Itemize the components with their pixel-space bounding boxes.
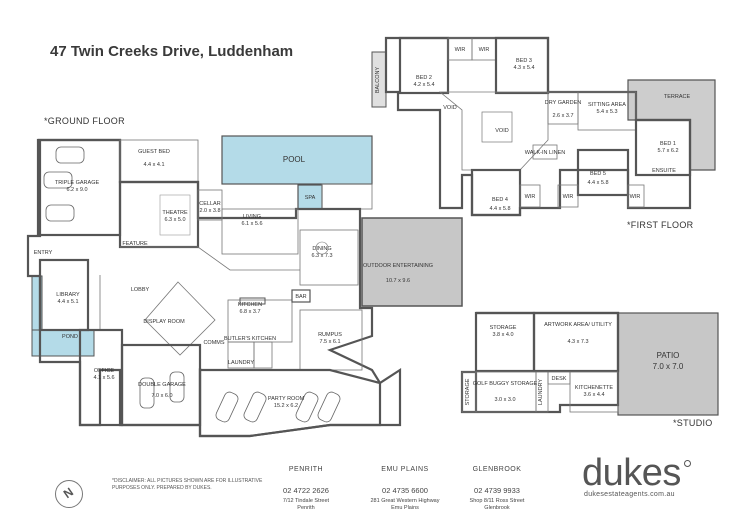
svg-text:BALCONY: BALCONY [375,67,381,94]
svg-text:WIR: WIR [525,194,536,200]
svg-text:3.6 x 4.4: 3.6 x 4.4 [583,392,604,398]
brand-website: dukesestateagents.com.au [584,491,675,498]
svg-text:4.4 x 5.8: 4.4 x 5.8 [489,206,510,212]
svg-text:SPA: SPA [305,195,316,201]
svg-text:2.6 x 3.7: 2.6 x 3.7 [552,113,573,119]
svg-text:WIR: WIR [630,194,641,200]
svg-text:7.5 x 6.1: 7.5 x 6.1 [319,339,340,345]
compass-icon: N [55,480,83,508]
svg-text:LAUNDRY: LAUNDRY [228,360,255,366]
svg-text:FEATURE: FEATURE [122,241,148,247]
label-triple-garage: TRIPLE GARAGE [55,180,100,186]
svg-text:3.0 x 3.0: 3.0 x 3.0 [494,397,515,403]
svg-text:4.4 x 4.1: 4.4 x 4.1 [143,162,164,168]
svg-text:POND: POND [62,334,78,340]
svg-text:BAR: BAR [295,294,306,300]
svg-text:4.3 x 5.4: 4.3 x 5.4 [513,65,534,71]
first-floor [371,36,716,217]
svg-text:THEATRE: THEATRE [162,210,188,216]
svg-text:GUEST BED: GUEST BED [138,149,170,155]
svg-text:CELLAR: CELLAR [199,201,220,207]
svg-text:BED 2: BED 2 [416,75,432,81]
svg-text:6.1 x 5.6: 6.1 x 5.6 [241,221,262,227]
svg-text:DRY GARDEN: DRY GARDEN [545,100,582,106]
svg-text:LAUNDRY: LAUNDRY [538,379,544,406]
svg-text:PATIO: PATIO [657,351,680,360]
svg-text:BED 5: BED 5 [590,171,606,177]
room-labels: TRIPLE GARAGE 6.2 x 9.0 GUEST BED 4.4 x … [34,47,691,409]
svg-text:4.4 x 5.8: 4.4 x 5.8 [587,180,608,186]
svg-text:PARTY ROOM: PARTY ROOM [268,396,305,402]
svg-text:LOBBY: LOBBY [131,287,150,293]
svg-text:OFFICE: OFFICE [94,368,114,374]
svg-text:DISPLAY ROOM: DISPLAY ROOM [143,319,185,325]
svg-text:4.3 x 7.3: 4.3 x 7.3 [567,339,588,345]
outdoor-entertaining [361,217,463,307]
svg-text:WIR: WIR [455,47,466,53]
svg-text:7.0 x 6.0: 7.0 x 6.0 [151,393,172,399]
svg-text:GOLF BUGGY STORAGE: GOLF BUGGY STORAGE [473,381,538,387]
svg-text:WIR: WIR [479,47,490,53]
svg-text:15.2 x 6.2: 15.2 x 6.2 [274,403,298,409]
svg-text:DINING: DINING [312,246,331,252]
svg-text:BED 4: BED 4 [492,197,508,203]
brand-dot-icon [684,460,691,467]
svg-text:COMMS: COMMS [203,340,224,346]
svg-text:ENSUITE: ENSUITE [652,168,676,174]
ground-floor [26,135,463,438]
svg-text:SITTING AREA: SITTING AREA [588,102,626,108]
page-title: 47 Twin Creeks Drive, Luddenham [50,43,294,60]
svg-text:7.0 x 7.0: 7.0 x 7.0 [653,362,684,371]
svg-text:4.2 x 5.4: 4.2 x 5.4 [413,82,434,88]
svg-text:BED 3: BED 3 [516,58,532,64]
svg-text:STORAGE: STORAGE [465,378,471,405]
ground-floor-label: *GROUND FLOOR [44,116,125,126]
svg-text:4.1 x 5.6: 4.1 x 5.6 [93,375,114,381]
studio [460,311,719,416]
svg-text:5.7 x 6.2: 5.7 x 6.2 [657,148,678,154]
svg-text:BED 1: BED 1 [660,141,676,147]
svg-text:6.3 x 5.0: 6.3 x 5.0 [164,217,185,223]
svg-text:VOID: VOID [443,105,456,111]
disclaimer: *DISCLAIMER: ALL PICTURES SHOWN ARE FOR … [112,478,263,491]
svg-text:POOL: POOL [283,155,306,164]
svg-text:2.0 x 3.8: 2.0 x 3.8 [199,208,220,214]
svg-text:BUTLER'S KITCHEN: BUTLER'S KITCHEN [224,336,276,342]
svg-text:KITCHENETTE: KITCHENETTE [575,385,614,391]
brand-logo: dukes [582,452,681,494]
patio [617,312,719,416]
svg-text:5.4 x 5.3: 5.4 x 5.3 [596,109,617,115]
svg-text:3.8 x 4.0: 3.8 x 4.0 [492,332,513,338]
svg-text:4.4 x 5.1: 4.4 x 5.1 [57,299,78,305]
svg-text:VOID: VOID [495,128,508,134]
svg-text:WIR: WIR [563,194,574,200]
svg-text:KITCHEN: KITCHEN [238,302,262,308]
svg-text:LIBRARY: LIBRARY [56,292,80,298]
svg-text:STORAGE: STORAGE [490,325,517,331]
office-emu-plains: EMU PLAINS 02 4735 6600 281 Great Wester… [370,466,440,511]
svg-text:10.7 x 9.6: 10.7 x 9.6 [386,278,410,284]
svg-text:DESK: DESK [552,376,567,382]
svg-text:6.8 x 3.7: 6.8 x 3.7 [239,309,260,315]
first-floor-label: *FIRST FLOOR [627,220,694,230]
svg-text:6.2 x 9.0: 6.2 x 9.0 [66,187,87,193]
svg-text:LIVING: LIVING [243,214,261,220]
studio-label: *STUDIO [673,418,713,428]
svg-text:ENTRY: ENTRY [34,250,53,256]
svg-text:RUMPUS: RUMPUS [318,332,342,338]
pool [221,135,373,185]
svg-text:OUTDOOR ENTERTAINING: OUTDOOR ENTERTAINING [363,263,433,269]
svg-text:ARTWORK AREA/ UTILITY: ARTWORK AREA/ UTILITY [544,322,612,328]
office-penrith: PENRITH 02 4722 2626 7/12 Tindale Street… [282,466,330,511]
svg-text:DOUBLE GARAGE: DOUBLE GARAGE [138,382,186,388]
svg-text:6.3 x 7.3: 6.3 x 7.3 [311,253,332,259]
svg-text:WALK-IN LINEN: WALK-IN LINEN [525,150,565,156]
svg-text:TERRACE: TERRACE [664,94,691,100]
office-glenbrook: GLENBROOK 02 4739 9933 Shop 8/11 Ross St… [469,466,525,511]
